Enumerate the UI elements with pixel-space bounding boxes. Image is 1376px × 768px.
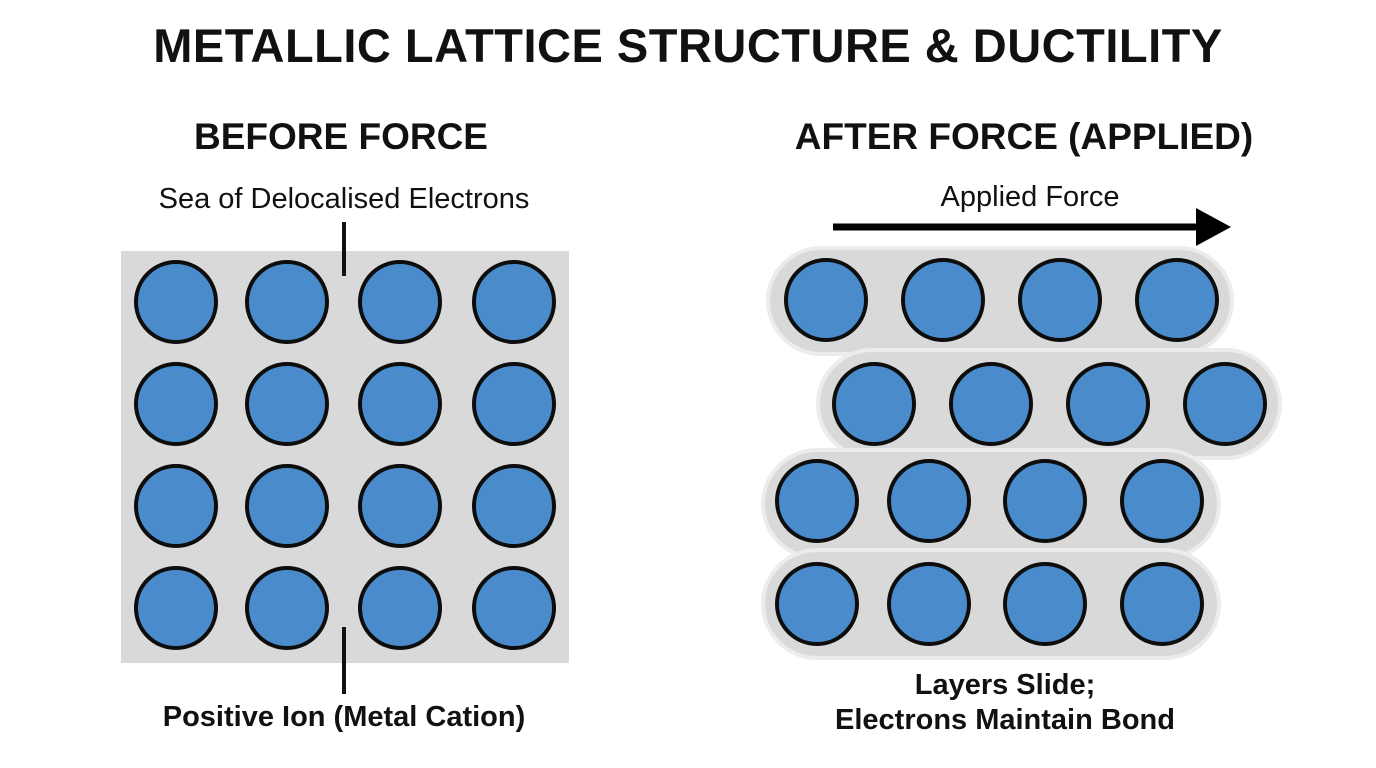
- positive-ion: [832, 362, 916, 446]
- positive-ion: [775, 562, 859, 646]
- positive-ion: [245, 260, 329, 344]
- applied-force-label: Applied Force: [940, 181, 1120, 213]
- positive-ion: [784, 258, 868, 342]
- ion-grid-after: [775, 258, 1267, 646]
- positive-ion: [472, 260, 556, 344]
- positive-ion: [472, 566, 556, 650]
- positive-ion: [472, 362, 556, 446]
- positive-ion: [134, 260, 218, 344]
- electrons-maintain-bond-caption: Electrons Maintain Bond: [835, 704, 1175, 736]
- positive-ion: [1066, 362, 1150, 446]
- electron-sea-after: [761, 246, 1282, 660]
- positive-ion: [134, 362, 218, 446]
- before-heading: BEFORE FORCE: [194, 116, 488, 157]
- positive-ion: [358, 362, 442, 446]
- positive-ion: [358, 260, 442, 344]
- positive-ion: [134, 464, 218, 548]
- positive-ion: [1120, 459, 1204, 543]
- positive-ion: [1003, 459, 1087, 543]
- electron-sea-layer: [761, 548, 1221, 660]
- positive-ion: [1003, 562, 1087, 646]
- ion-grid-before: [134, 260, 556, 650]
- positive-ion: [245, 362, 329, 446]
- after-heading: AFTER FORCE (APPLIED): [794, 116, 1254, 157]
- positive-ion: [887, 562, 971, 646]
- positive-ion: [1120, 562, 1204, 646]
- positive-ion: [1183, 362, 1267, 446]
- positive-ion: [949, 362, 1033, 446]
- positive-ion: [887, 459, 971, 543]
- positive-ion: [1018, 258, 1102, 342]
- layers-slide-caption: Layers Slide;: [914, 669, 1096, 701]
- positive-ion-label: Positive Ion (Metal Cation): [162, 701, 526, 733]
- applied-force-arrow: [833, 208, 1231, 246]
- positive-ion: [245, 566, 329, 650]
- positive-ion: [1135, 258, 1219, 342]
- positive-ion: [901, 258, 985, 342]
- positive-ion: [358, 464, 442, 548]
- positive-ion: [775, 459, 859, 543]
- positive-ion: [245, 464, 329, 548]
- positive-ion: [358, 566, 442, 650]
- main-title: METALLIC LATTICE STRUCTURE & DUCTILITY: [153, 19, 1223, 72]
- positive-ion: [134, 566, 218, 650]
- positive-ion: [472, 464, 556, 548]
- electron-sea-label: Sea of Delocalised Electrons: [158, 183, 530, 215]
